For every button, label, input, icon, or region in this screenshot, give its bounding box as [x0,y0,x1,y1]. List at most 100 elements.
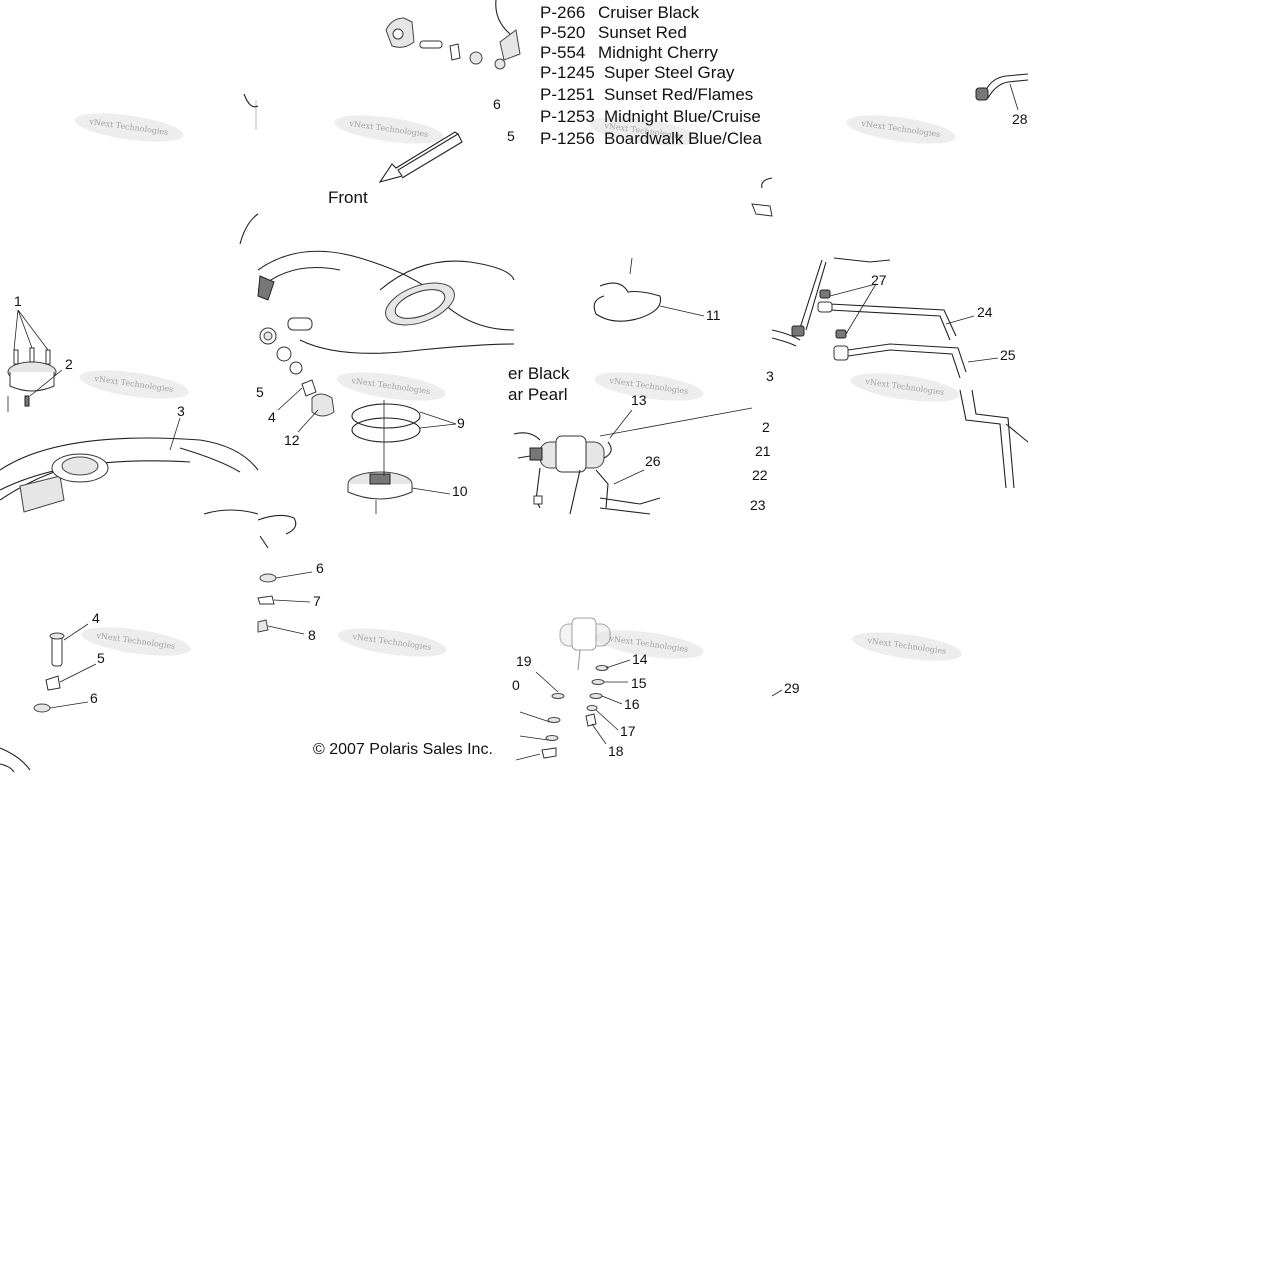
watermark-6: vNext Technologies [336,372,446,401]
leader-27a [829,283,877,297]
watermark-5: vNext Technologies [79,370,189,399]
paint-name-6: Midnight Blue/Cruise [604,107,761,126]
callout-2: 2 [65,356,73,372]
paint-code-5: P-1251 [540,85,595,104]
callout-14: 14 [632,651,648,667]
paint-code-list: P-266 Cruiser Black P-520 Sunset Red P-5… [540,3,762,148]
leader-6-left [49,701,89,709]
callout-21: 21 [755,443,771,459]
callout-10: 10 [452,483,468,499]
callout-15: 15 [631,675,647,691]
callout-17: 17 [620,723,636,739]
callout-4-left: 4 [92,610,100,626]
leader-25 [967,357,999,363]
callout-12: 12 [284,432,300,448]
callout-29: 29 [784,680,800,696]
fuel-cap-assembly [7,347,57,407]
partial-text-black: er Black [508,364,570,383]
paint-code-3: P-554 [540,43,585,62]
callout-20-cut: 0 [512,677,520,693]
callout-8: 8 [308,627,316,643]
front-label: Front [328,188,368,207]
leader-29 [771,689,783,697]
callout-2-right: 2 [762,419,770,435]
watermark-4: vNext Technologies [846,115,956,144]
callout-16: 16 [624,696,640,712]
callout-24: 24 [977,304,993,320]
paint-code-4: P-1245 [540,63,595,82]
leader-11 [659,305,705,317]
leader-14 [605,659,631,669]
leader-12 [297,409,319,433]
leader-5-left [59,663,97,683]
callout-28: 28 [1012,111,1028,127]
leader-4-center [277,387,303,411]
partial-text-pearl: ar Pearl [508,385,568,404]
leader-16 [601,695,623,705]
pump-flange [347,400,413,514]
leader-7 [273,599,311,603]
leader-1a [13,309,19,351]
callout-5-left: 5 [97,650,105,666]
leader-28 [1009,83,1019,111]
paint-code-1: P-266 [540,3,585,22]
leader-10 [411,487,451,495]
fuel-line-28 [975,73,1029,101]
watermark-3: vNext Technologies [589,117,699,146]
callout-6-left: 6 [90,690,98,706]
leader-20b [519,735,549,741]
paint-code-2: P-520 [540,23,585,42]
leader-1b [17,309,33,349]
watermark-9: vNext Technologies [81,627,191,656]
leader-20c [515,753,541,761]
callout-6-top: 6 [493,96,501,112]
leader-6-center [275,571,313,579]
leader-1c [17,309,49,351]
callout-19: 19 [516,653,532,669]
tank-top-center [239,93,515,354]
faded-pump [559,617,611,671]
leader-4-left [63,623,89,641]
leader-3 [169,417,181,451]
callout-6-center: 6 [316,560,324,576]
o-rings [351,403,421,443]
leader-9a [419,411,457,425]
callout-9: 9 [457,415,465,431]
callout-25: 25 [1000,347,1016,363]
fuel-tank-left [0,437,259,773]
leader-2 [29,369,63,397]
top-knob-assembly [385,0,521,70]
callout-22: 22 [752,467,768,483]
leader-8 [267,625,305,635]
paint-name-1: Cruiser Black [598,3,700,22]
callout-11: 11 [706,307,721,323]
callout-1: 1 [14,293,22,309]
paint-name-7: Boardwalk Blue/Clea [604,129,762,148]
watermark-11: vNext Technologies [594,630,704,659]
paint-name-2: Sunset Red [598,23,687,42]
watermark-1: vNext Technologies [74,113,184,142]
watermark-10: vNext Technologies [337,628,447,657]
watermark-8: vNext Technologies [850,373,960,402]
bolt-assembly-left [33,632,65,713]
watermark-7: vNext Technologies [594,372,704,401]
leader-18 [591,723,607,745]
paint-code-6: P-1253 [540,107,595,126]
front-arrow [378,131,463,183]
fuel-pump-assembly [513,432,661,515]
watermark-12: vNext Technologies [852,632,962,661]
leader-2-right [599,407,753,437]
callout-4-center: 4 [268,409,276,425]
leader-17 [595,709,619,731]
leader-26 [613,469,645,485]
leader-19 [535,671,559,693]
copyright: © 2007 Polaris Sales Inc. [313,741,493,758]
callout-7: 7 [313,593,321,609]
callout-5-top: 5 [507,128,515,144]
paint-code-7: P-1256 [540,129,595,148]
callout-5-center-cut: 5 [256,384,264,400]
leader-9b [419,423,457,429]
callout-27: 27 [871,272,887,288]
bracket-top-right [751,177,773,217]
